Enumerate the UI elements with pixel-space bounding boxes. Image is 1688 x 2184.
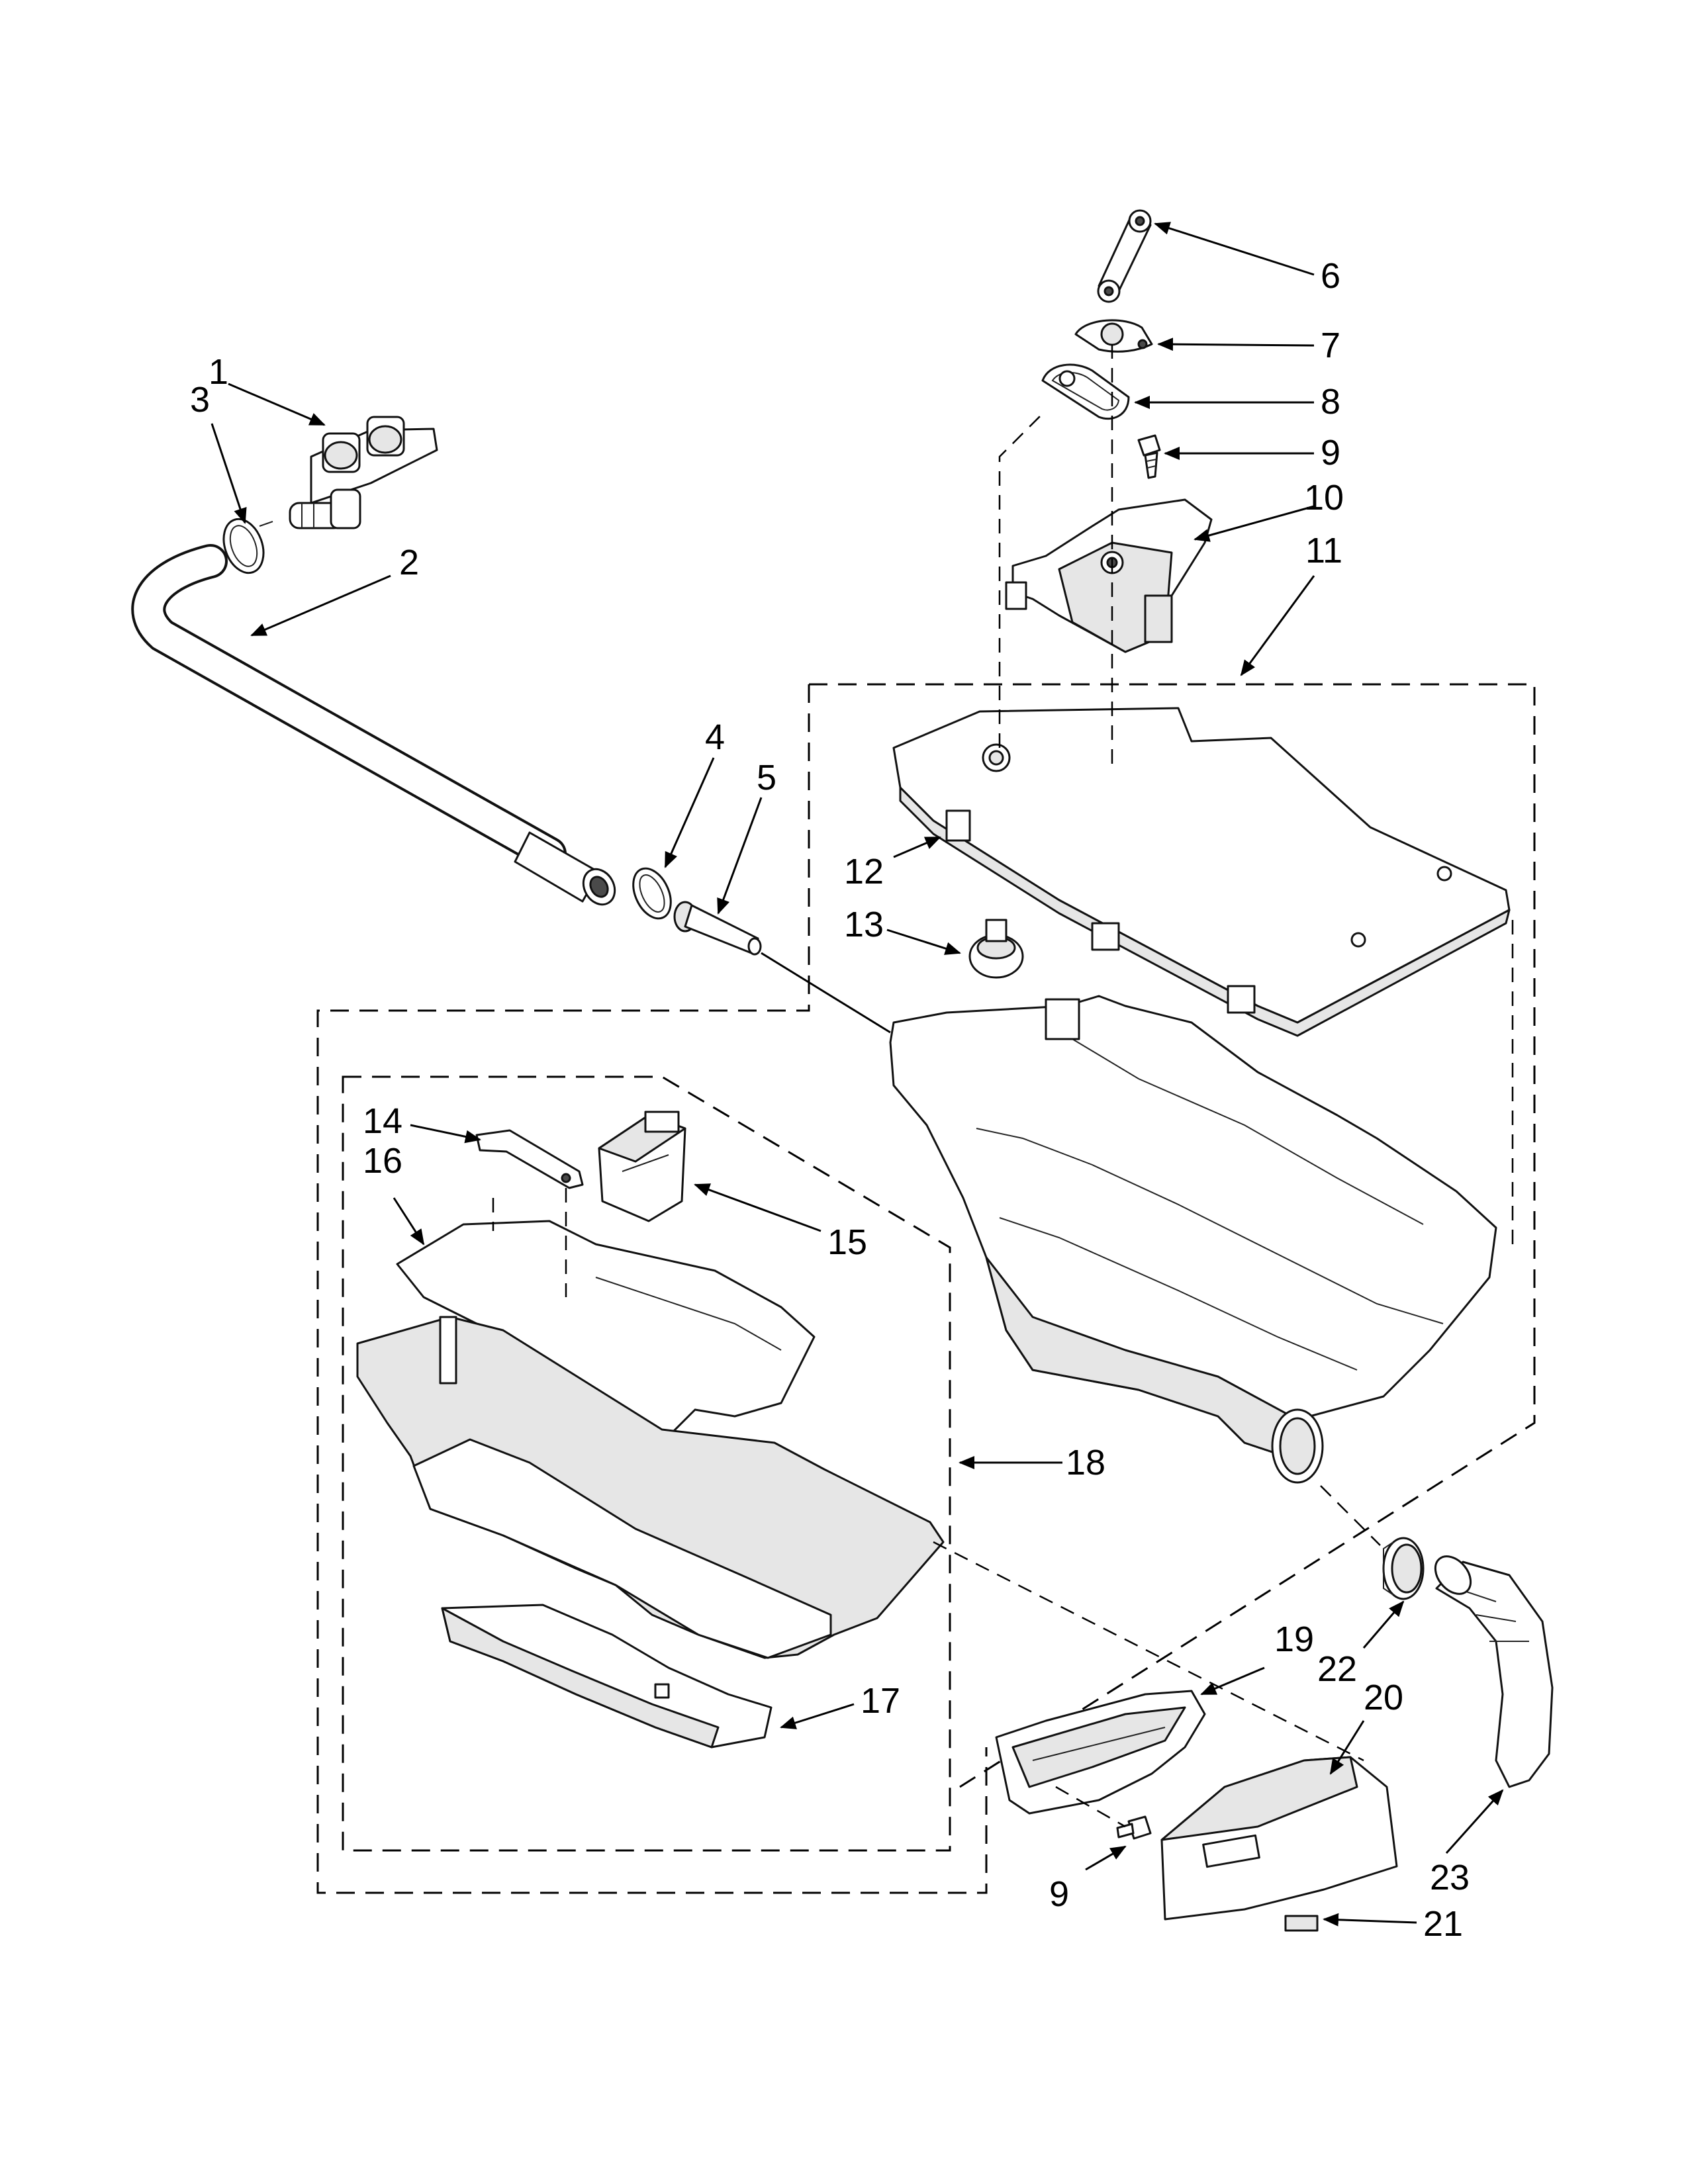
align-line-drawer	[492, 1188, 567, 1297]
part-9-screw-lower	[1116, 1815, 1152, 1840]
callout-14: 14	[363, 1101, 402, 1141]
part-10-actuator	[1005, 498, 1213, 653]
part-5-nozzle	[673, 901, 762, 956]
part-17-drawer-trim	[441, 1604, 773, 1749]
part-14-clip	[475, 1129, 584, 1189]
callout-9-upper: 9	[1321, 433, 1340, 473]
callout-22: 22	[1317, 1649, 1357, 1689]
part-3-hose-clamp	[222, 518, 273, 574]
callout-7: 7	[1321, 326, 1340, 365]
part-1-water-valve	[289, 416, 438, 529]
callout-3: 3	[190, 380, 210, 420]
callout-18: 18	[1066, 1443, 1105, 1482]
part-11-dispenser-cover	[892, 707, 1511, 1037]
part-9-screw-upper	[1137, 434, 1161, 479]
callout-15: 15	[827, 1222, 867, 1262]
align-line-upper	[998, 413, 1043, 748]
callout-8: 8	[1321, 382, 1340, 422]
part-8-gasket	[1041, 363, 1130, 420]
callout-9-lower: 9	[1049, 1874, 1069, 1914]
part-7-cam	[1074, 319, 1153, 353]
part-15-siphon-cup	[598, 1111, 686, 1222]
part-4-clamp	[632, 867, 672, 920]
align-line-screw	[1055, 1786, 1126, 1828]
callout-2: 2	[399, 543, 419, 582]
part-13-vent	[968, 919, 1024, 979]
leader-lines	[211, 222, 1504, 1927]
callout-19: 19	[1274, 1619, 1314, 1659]
callout-17: 17	[861, 1681, 900, 1721]
callout-6: 6	[1321, 256, 1340, 296]
part-20-handle-cover	[1160, 1756, 1398, 1921]
part-16-detergent-drawer	[356, 1220, 945, 1659]
callout-4: 4	[705, 717, 725, 757]
callout-16: 16	[363, 1141, 402, 1181]
callout-12: 12	[844, 852, 884, 891]
align-line-grommet	[1320, 1485, 1381, 1546]
part-19-handle	[995, 1690, 1206, 1815]
callout-23: 23	[1430, 1858, 1470, 1897]
callout-5: 5	[757, 758, 776, 797]
callout-13: 13	[844, 905, 884, 944]
callout-20: 20	[1364, 1678, 1403, 1717]
part-21-label	[1284, 1915, 1319, 1932]
callout-10: 10	[1304, 478, 1344, 518]
part-22-grommet	[1382, 1537, 1425, 1600]
part-23-bellows-hose	[1434, 1555, 1554, 1788]
callout-11: 11	[1305, 531, 1342, 570]
part-2-fill-hose	[131, 544, 616, 906]
align-line-drawer-handle	[933, 1541, 1364, 1762]
callout-1: 1	[209, 352, 228, 392]
part-6-lever	[1097, 209, 1152, 303]
dispenser-housing	[889, 995, 1497, 1484]
group-box-11	[316, 683, 1536, 1894]
group-box-18	[342, 1075, 951, 1852]
callout-21: 21	[1423, 1904, 1463, 1944]
